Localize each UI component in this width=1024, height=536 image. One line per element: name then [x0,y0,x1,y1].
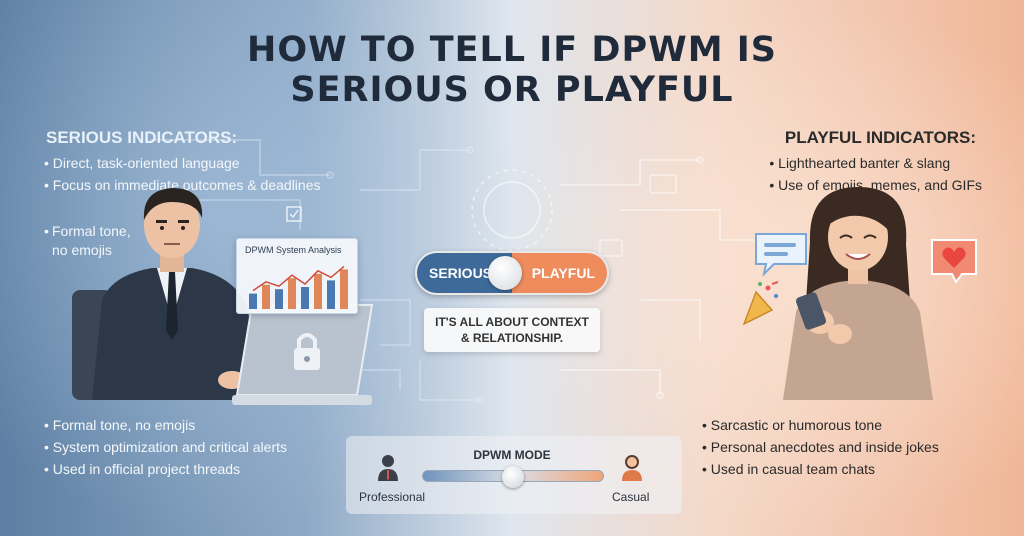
analysis-bar [288,278,296,309]
analysis-bar [314,273,322,309]
list-item: Use of emojis, memes, and GIFs [769,174,982,196]
serious-top-list: Direct, task-oriented language Focus on … [44,152,321,196]
casual-person-icon [622,455,642,481]
mode-casual-label: Casual [612,490,650,504]
serious-bottom-list: Formal tone, no emojis System optimizati… [44,414,287,480]
formal-tone-note: Formal tone, no emojis [44,222,154,260]
list-item: Personal anecdotes and inside jokes [702,436,939,458]
mode-professional-label: Professional [359,490,426,504]
toggle-playful-label: PLAYFUL [531,265,595,281]
context-line-1: IT'S ALL ABOUT CONTEXT [435,315,589,329]
list-item: System optimization and critical alerts [44,436,287,458]
list-item: Used in official project threads [44,458,287,480]
toggle-knob[interactable] [487,256,522,290]
list-item: Sarcastic or humorous tone [702,414,939,436]
playful-top-list: Lighthearted banter & slang Use of emoji… [769,152,982,196]
checkbox-icon [286,206,302,222]
context-line-2: & RELATIONSHIP. [460,331,564,345]
analysis-bar [327,280,335,309]
analysis-bar [262,284,270,309]
title-line-1: HOW TO TELL IF DPWM IS [247,30,777,70]
serious-playful-toggle[interactable]: SERIOUS PLAYFUL [415,251,609,295]
chat-bubble-icon [755,233,807,278]
analysis-bar [340,269,348,309]
page-title: HOW TO TELL IF DPWM IS SERIOUS OR PLAYFU… [0,30,1024,110]
dpwm-mode-slider-knob[interactable] [502,466,524,488]
party-popper-icon [742,281,779,326]
playful-bottom-list: Sarcastic or humorous tone Personal anec… [702,414,939,480]
toggle-serious-label: SERIOUS [429,265,493,281]
list-item: Formal tone, no emojis [44,414,287,436]
analysis-card-title: DPWM System Analysis [245,245,342,255]
list-item: Focus on immediate outcomes & deadlines [44,174,321,196]
laptop-illustration [232,304,374,405]
list-item: Used in casual team chats [702,458,939,480]
toggle-playful-side [512,253,607,293]
formal-note-line-2: no emojis [52,242,112,258]
serious-indicators-heading: SERIOUS INDICATORS: [46,128,238,147]
analysis-bar [249,293,257,309]
analysis-mini-chart [249,265,348,309]
context-note: IT'S ALL ABOUT CONTEXT & RELATIONSHIP. [424,308,600,352]
system-analysis-card: DPWM System Analysis [236,238,358,314]
businessman-illustration [72,188,262,400]
title-line-2: SERIOUS OR PLAYFUL [290,70,734,110]
lock-icon [294,333,320,370]
playful-indicators-heading: PLAYFUL INDICATORS: [784,128,976,147]
professional-person-icon [378,455,398,481]
formal-note-line-1: Formal tone, [52,223,131,239]
heart-bubble-icon [931,239,977,284]
woman-illustration [783,187,933,400]
analysis-bar [275,289,283,309]
list-item: Lighthearted banter & slang [769,152,982,174]
analysis-bar [301,287,309,309]
list-item: Direct, task-oriented language [44,152,321,174]
analysis-trend-line [252,265,345,292]
dpwm-mode-title: DPWM MODE [473,448,551,462]
